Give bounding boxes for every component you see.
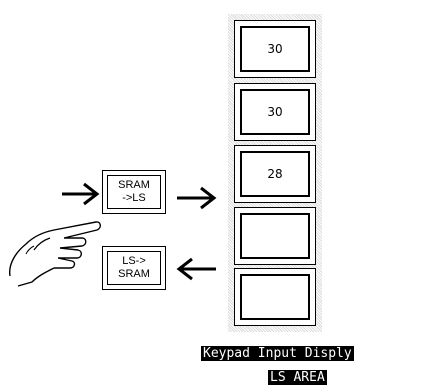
arrow-right-in-icon — [62, 182, 100, 206]
arrow-left-icon — [176, 257, 216, 281]
ls-to-sram-button[interactable]: LS-> SRAM — [102, 246, 166, 290]
sram-to-ls-label: SRAM ->LS — [107, 175, 161, 209]
register-value-3: 28 — [240, 151, 310, 197]
arrow-right-out-icon — [177, 186, 217, 210]
register-cell-5 — [234, 268, 316, 326]
register-cell-2: 30 — [234, 83, 316, 141]
caption-keypad-input: Keypad Input Disply — [201, 346, 354, 361]
register-value-5 — [240, 274, 310, 320]
register-cell-4 — [234, 207, 316, 265]
register-value-4 — [240, 213, 310, 259]
sram-to-ls-button[interactable]: SRAM ->LS — [102, 170, 166, 214]
register-cell-3: 28 — [234, 145, 316, 203]
register-cell-1: 30 — [234, 20, 316, 78]
register-value-2: 30 — [240, 89, 310, 135]
register-value-1: 30 — [240, 26, 310, 72]
ls-to-sram-label: LS-> SRAM — [107, 251, 161, 285]
ls-register-column: 30 30 28 — [228, 14, 322, 332]
caption-ls-area: LS AREA — [268, 370, 327, 385]
pointing-hand-icon — [9, 221, 101, 287]
